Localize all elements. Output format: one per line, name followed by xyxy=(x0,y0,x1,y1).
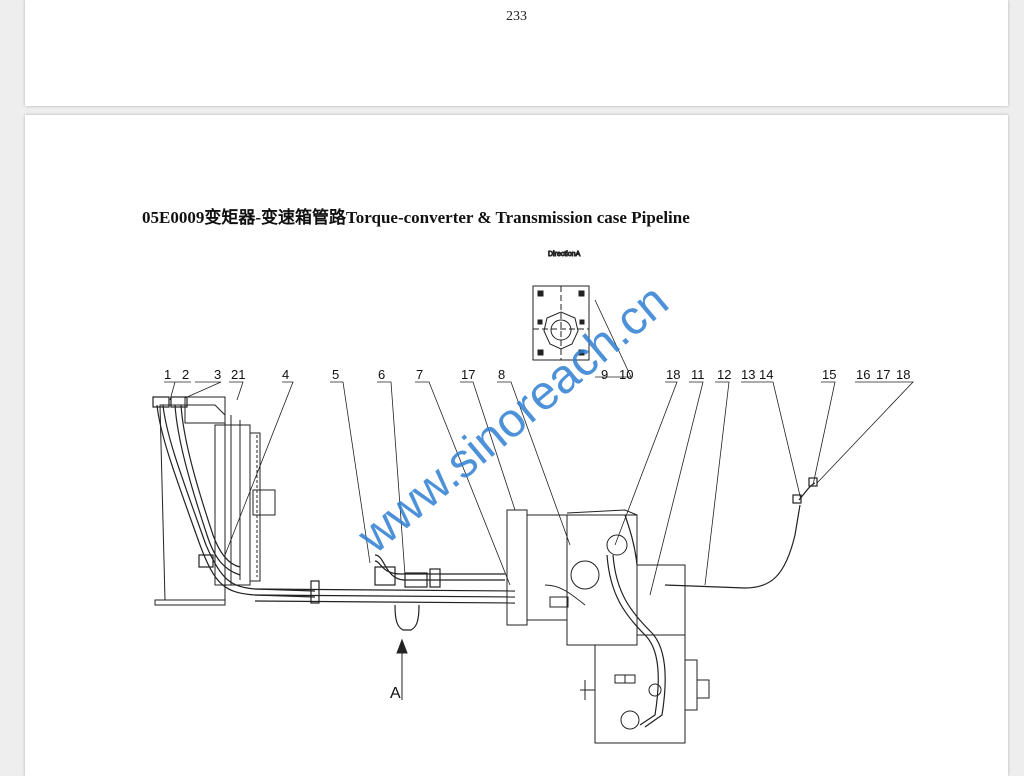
callout-14: 14 xyxy=(759,367,773,382)
callout-1: 1 xyxy=(164,367,171,382)
watermark: www.sinoreach.cn xyxy=(347,274,678,564)
transmission-pipes xyxy=(606,477,818,728)
callouts: 1 2 3 21 4 5 6 7 17 8 9 10 18 11 12 13 1… xyxy=(164,367,910,382)
direction-a-view xyxy=(532,285,590,361)
callout-12: 12 xyxy=(717,367,731,382)
callout-21: 21 xyxy=(231,367,245,382)
callout-4: 4 xyxy=(282,367,289,382)
direction-a-label: DirectionA xyxy=(548,251,581,258)
callout-17: 17 xyxy=(876,367,890,382)
radiator-assembly xyxy=(154,396,276,606)
transmission-case xyxy=(580,564,710,744)
torque-converter xyxy=(506,509,638,646)
current-page: 05E0009变矩器-变速箱管路Torque-converter & Trans… xyxy=(25,115,1008,776)
callout-9: 9 xyxy=(601,367,608,382)
callout-5: 5 xyxy=(332,367,339,382)
main-pipes xyxy=(254,554,516,631)
callout-2: 2 xyxy=(182,367,189,382)
callout-13: 13 xyxy=(741,367,755,382)
callout-10: 10 xyxy=(619,367,633,382)
callout-18: 18 xyxy=(896,367,910,382)
callout-6: 6 xyxy=(378,367,385,382)
callout-3: 3 xyxy=(214,367,221,382)
pipeline-drawing: DirectionA xyxy=(152,251,914,744)
callout-7: 7 xyxy=(416,367,423,382)
arrow-label: A xyxy=(390,685,401,702)
leader-lines xyxy=(164,299,914,596)
page-number: 233 xyxy=(506,9,527,24)
callout-16: 16 xyxy=(856,367,870,382)
previous-page: 233 xyxy=(25,0,1008,106)
callout-8: 8 xyxy=(498,367,505,382)
callout-17b: 17 xyxy=(461,367,475,382)
callout-15: 15 xyxy=(822,367,836,382)
document-title: 05E0009变矩器-变速箱管路Torque-converter & Trans… xyxy=(142,208,690,227)
callout-18b: 18 xyxy=(666,367,680,382)
radiator-hoses xyxy=(152,396,316,598)
direction-arrow: A xyxy=(390,638,408,702)
callout-11: 11 xyxy=(691,367,705,382)
